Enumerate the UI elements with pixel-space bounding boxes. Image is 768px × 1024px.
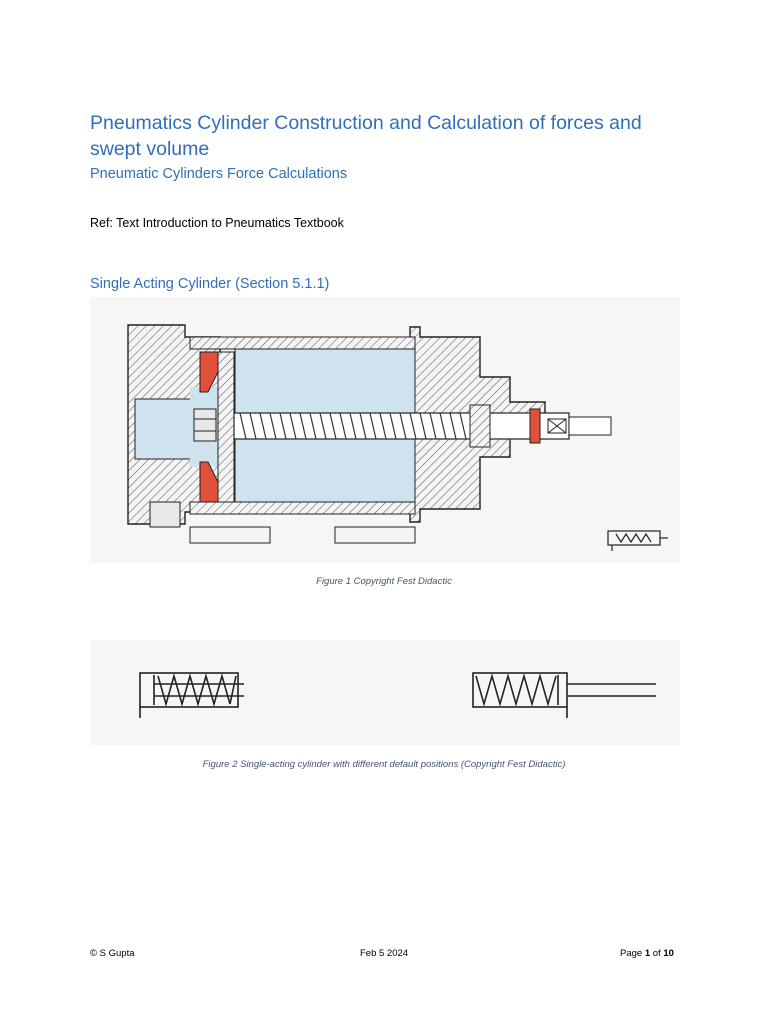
footer-page-number: Page 1 of 10 bbox=[620, 948, 674, 959]
page-of: of bbox=[652, 948, 661, 959]
footer-author: © S Gupta bbox=[90, 948, 135, 959]
figure-1-cylinder-cutaway bbox=[90, 297, 680, 563]
document-subtitle: Pneumatic Cylinders Force Calculations bbox=[90, 166, 348, 182]
symbol-retracted-default bbox=[139, 672, 244, 718]
document-title: Pneumatics Cylinder Construction and Cal… bbox=[90, 112, 642, 160]
figure-1-caption: Figure 1 Copyright Fest Didactic bbox=[316, 576, 452, 587]
section-heading: Single Acting Cylinder (Section 5.1.1) bbox=[90, 276, 330, 292]
footer-date: Feb 5 2024 bbox=[360, 948, 409, 959]
reference-line: Ref: Text Introduction to Pneumatics Tex… bbox=[90, 216, 344, 230]
page-current: 1 bbox=[644, 948, 651, 959]
figure-2-caption: Figure 2 Single-acting cylinder with dif… bbox=[202, 759, 566, 770]
cylinder-symbols-drawing bbox=[139, 672, 656, 718]
cylinder-cutaway-drawing bbox=[127, 324, 668, 551]
figure-2-cylinder-symbols bbox=[90, 640, 680, 745]
page-total: 10 bbox=[663, 948, 674, 959]
page-label: Page bbox=[620, 948, 643, 959]
symbol-extended-default bbox=[472, 672, 656, 718]
